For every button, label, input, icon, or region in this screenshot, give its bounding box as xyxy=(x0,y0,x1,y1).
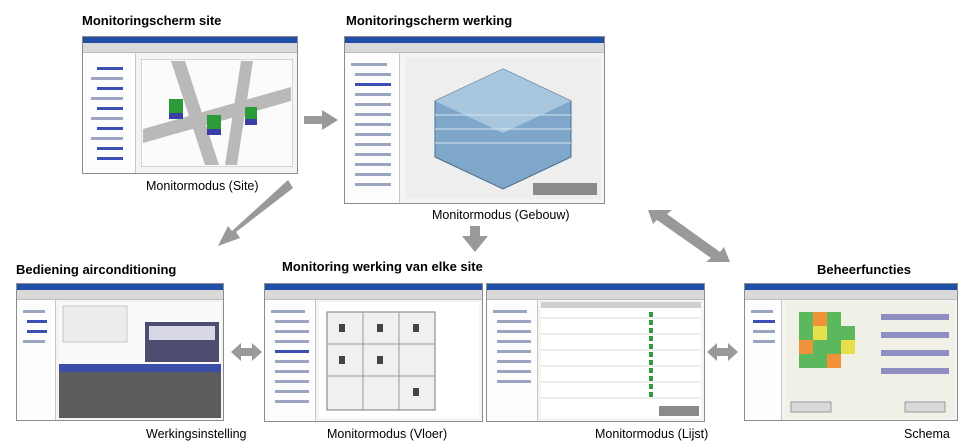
building-monitor-screenshot xyxy=(344,36,605,204)
arrow-down-left-icon xyxy=(218,180,293,246)
site-screen-title: Monitoringscherm site xyxy=(82,13,222,28)
site-mode-caption: Monitormodus (Site) xyxy=(146,179,259,193)
site-map xyxy=(141,59,293,167)
schedule-screenshot xyxy=(744,283,958,421)
floor-mode-caption: Monitormodus (Vloer) xyxy=(327,427,448,441)
floor-monitor-screenshot xyxy=(264,283,483,422)
arrow-down-icon xyxy=(462,226,488,252)
unit-list-view xyxy=(541,302,701,418)
double-arrow-horizontal-icon xyxy=(231,343,262,361)
site-monitoring-title: Monitoring werking van elke site xyxy=(282,259,483,274)
arrow-right-icon xyxy=(304,110,338,130)
list-monitor-screenshot xyxy=(486,283,705,422)
list-mode-caption: Monitormodus (Lijst) xyxy=(595,427,709,441)
operation-setting-caption: Werkingsinstelling xyxy=(146,427,247,441)
schedule-view xyxy=(785,302,955,418)
double-arrow-horizontal-icon xyxy=(707,343,738,361)
floor-plan-view xyxy=(319,302,479,418)
building-3d-view xyxy=(405,57,601,199)
aircon-setting-view xyxy=(59,302,221,418)
building-mode-caption: Monitormodus (Gebouw) xyxy=(432,208,570,222)
management-functions-title: Beheerfuncties xyxy=(817,262,911,277)
aircon-setting-screenshot xyxy=(16,283,224,421)
schedule-caption: Schema xyxy=(904,427,950,441)
operation-screen-title: Monitoringscherm werking xyxy=(346,13,513,28)
site-monitor-screenshot xyxy=(82,36,298,174)
aircon-control-title: Bediening airconditioning xyxy=(16,262,177,277)
double-arrow-diagonal-icon xyxy=(648,210,730,262)
